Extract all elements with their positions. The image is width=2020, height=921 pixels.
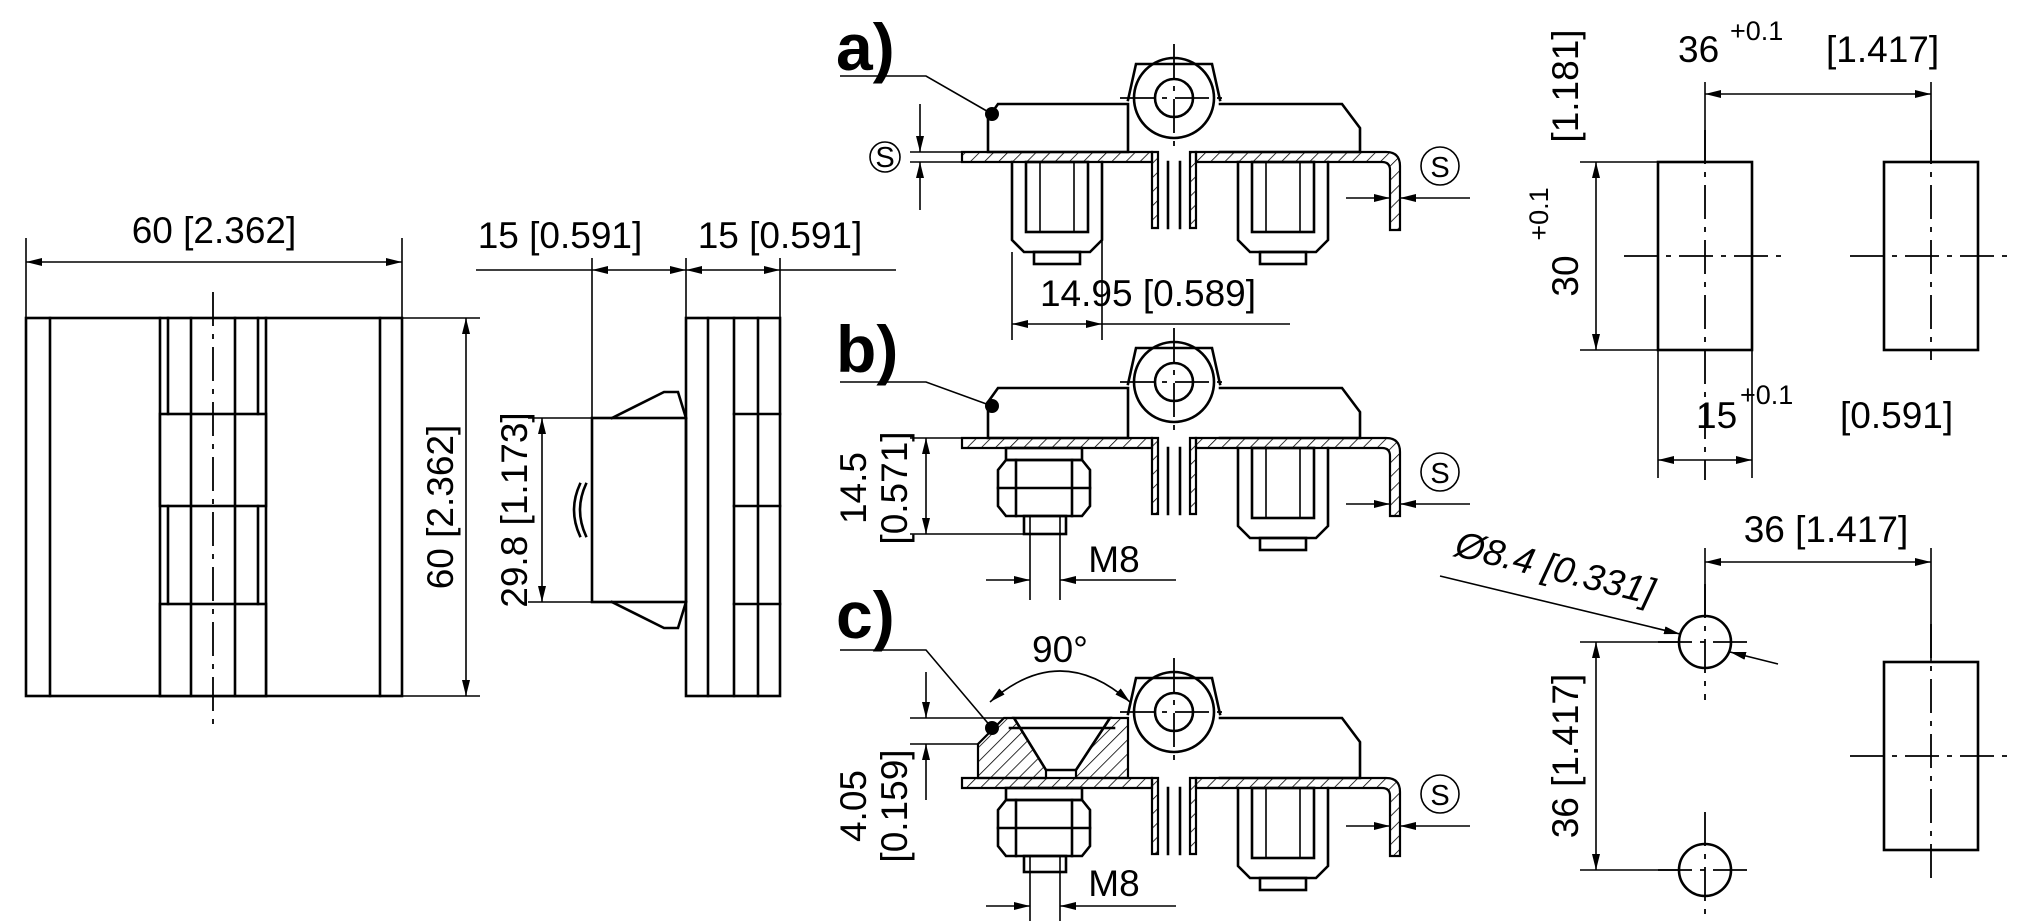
- cutout-a-height-in: [1.181]: [1545, 29, 1586, 142]
- variant-c-s-right: S: [1430, 780, 1449, 812]
- front-height-dim: 60 [2.362]: [420, 425, 461, 590]
- variant-b-label: b): [836, 312, 898, 386]
- variant-c-label: c): [836, 578, 895, 652]
- variant-c-height-dim-b: [0.159]: [874, 749, 915, 862]
- side-height-dim: 29.8 [1.173]: [494, 412, 535, 607]
- variant-c-height-dim-a: 4.05: [833, 770, 874, 842]
- side-right-dim: 15 [0.591]: [698, 215, 863, 256]
- cutout-a-spacing-tol: +0.1: [1730, 16, 1783, 46]
- variant-a-s-left: S: [875, 142, 894, 174]
- variant-b-s-right: S: [1430, 458, 1449, 490]
- hinge-side-view: [476, 258, 896, 698]
- variant-b-height-dim-a: 14.5: [833, 452, 874, 524]
- cutout-b-spacing-dim: 36 [1.417]: [1744, 509, 1909, 550]
- front-width-dim: 60 [2.362]: [132, 210, 297, 251]
- variant-a-section: [840, 44, 1470, 340]
- variant-a-label: a): [836, 10, 895, 84]
- cutout-a-spacing-in: [1.417]: [1826, 29, 1939, 70]
- variant-b-height-dim-b: [0.571]: [874, 431, 915, 544]
- cutout-a-width-tol: +0.1: [1740, 380, 1793, 410]
- cutout-b-diameter-dim: Ø8.4 [0.331]: [1449, 523, 1659, 613]
- cutout-b-vertical-dim: 36 [1.417]: [1545, 674, 1586, 839]
- variant-c-thread: M8: [1088, 863, 1139, 904]
- variant-a-s-right: S: [1430, 152, 1449, 184]
- cutout-a-height-base: 30: [1545, 255, 1586, 296]
- hinge-front-view: [24, 238, 480, 730]
- cutout-a-spacing-base: 36: [1678, 29, 1719, 70]
- cutout-a-pattern: [1580, 82, 2012, 480]
- variant-c-section: [840, 649, 1470, 921]
- side-left-dim: 15 [0.591]: [478, 215, 643, 256]
- cutout-a-height-tol: +0.1: [1524, 187, 1554, 240]
- cutout-a-width-base: 15: [1696, 395, 1737, 436]
- cutout-a-width-in: [0.591]: [1840, 395, 1953, 436]
- variant-b-section: [840, 328, 1470, 600]
- variant-a-depth-dim: 14.95 [0.589]: [1040, 273, 1256, 314]
- variant-b-thread: M8: [1088, 539, 1139, 580]
- variant-c-angle: 90°: [1032, 629, 1088, 670]
- cutout-b-pattern: [1439, 548, 2012, 921]
